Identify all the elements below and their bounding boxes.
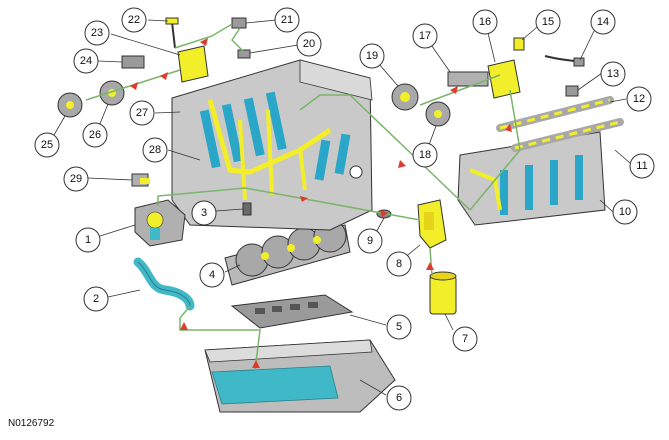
svg-text:21: 21 [281,14,293,26]
svg-text:29: 29 [70,173,82,185]
crankshaft [224,219,351,286]
callout-15: 15 [535,9,561,35]
oil-pan [204,339,396,413]
svg-text:27: 27 [136,107,148,119]
callout-20: 20 [296,31,322,57]
svg-text:14: 14 [597,16,609,28]
svg-text:6: 6 [396,392,402,404]
svg-text:3: 3 [201,207,207,219]
callout-4: 4 [199,262,225,288]
vct-unit-left [121,45,209,83]
svg-text:16: 16 [479,16,491,28]
sprocket-19 [391,83,419,111]
svg-text:4: 4 [209,269,215,281]
dipstick-22 [165,17,179,49]
svg-text:17: 17 [419,30,431,42]
vct-solenoid-15 [513,37,525,51]
svg-text:25: 25 [41,139,53,151]
svg-text:28: 28 [149,144,161,156]
svg-text:13: 13 [607,68,619,80]
svg-text:26: 26 [89,129,101,141]
callout-19: 19 [359,43,385,69]
vct-solenoid-13 [565,85,579,97]
leader-lines [49,19,631,396]
callout-16: 16 [472,9,498,35]
sensor-21 [231,17,247,29]
callout-28: 28 [142,137,168,163]
sprocket-18 [425,101,451,127]
svg-text:11: 11 [636,160,647,172]
oil-filter-adapter [417,199,447,249]
callout-8: 8 [386,251,412,277]
svg-text:20: 20 [303,38,315,50]
callout-13: 13 [600,61,626,87]
svg-text:19: 19 [366,50,378,62]
svg-text:22: 22 [128,14,140,26]
oil-flow-lines [85,23,521,371]
oil-filter [429,271,457,315]
callout-3: 3 [191,200,217,226]
callout-23: 23 [84,20,110,46]
callout-6: 6 [386,385,412,411]
callout-26: 26 [82,122,108,148]
callout-22: 22 [121,7,147,33]
callout-18: 18 [412,142,438,168]
callout-29: 29 [63,166,89,192]
svg-text:8: 8 [396,258,402,270]
callout-2: 2 [83,286,109,312]
svg-text:9: 9 [367,235,373,247]
svg-text:15: 15 [542,16,554,28]
svg-text:10: 10 [619,206,631,218]
callout-21: 21 [274,7,300,33]
camshaft-intake [511,118,624,152]
windage-tray [230,294,354,329]
sprocket-25 [57,92,83,118]
callout-7: 7 [452,326,478,352]
vct-unit-right [447,59,521,99]
svg-text:1: 1 [85,234,91,246]
harness-14 [544,55,585,67]
callout-11: 11 [629,153,655,179]
callout-1: 1 [75,227,101,253]
callout-24: 24 [73,48,99,74]
oil-pump [134,199,186,247]
oil-flow-arrows [130,38,512,368]
callout-9: 9 [357,228,383,254]
sprocket-26 [99,80,125,106]
svg-text:7: 7 [462,333,468,345]
svg-text:12: 12 [633,93,645,105]
callout-5: 5 [386,314,412,340]
camshaft-exhaust [496,96,614,132]
callout-12: 12 [626,86,652,112]
callout-10: 10 [612,199,638,225]
svg-text:2: 2 [93,293,99,305]
sensor-20 [237,49,251,59]
engine-block [171,59,373,231]
figure-id: N0126792 [8,418,55,429]
callout-25: 25 [34,132,60,158]
svg-text:23: 23 [91,27,103,39]
callout-17: 17 [412,23,438,49]
svg-text:18: 18 [419,149,431,161]
oil-pickup-tube [133,257,195,311]
oil-pressure-sensor [131,173,150,187]
svg-text:5: 5 [396,321,402,333]
plug-3 [242,202,252,216]
callout-14: 14 [590,9,616,35]
svg-text:24: 24 [80,55,92,67]
callout-27: 27 [129,100,155,126]
